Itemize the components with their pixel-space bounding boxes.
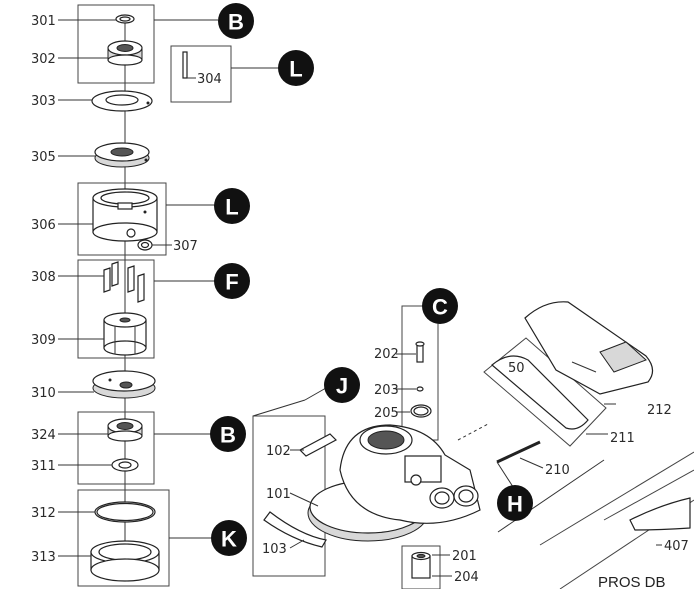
motor-stack [77,4,232,587]
part-313-ring-housing [90,540,160,582]
group-box-c-valve [401,305,439,441]
badge-l-top: L [278,50,314,86]
label-102: 102 [266,444,291,459]
label-205: 205 [374,406,399,421]
part-306-cylinder [92,188,158,242]
label-304: 304 [197,72,222,87]
label-305: 305 [31,150,56,165]
part-102-interface [299,433,337,457]
part-308-vanes [103,261,145,303]
group-box-407 [539,451,694,589]
part-305-end-plate [94,142,150,168]
label-307: 307 [173,239,198,254]
badge-j: J [324,367,360,403]
group-box-inlet [401,545,441,589]
leader-lines-left [58,19,280,557]
svg-text:50: 50 [508,361,525,376]
svg-text:B: B [220,423,236,448]
badge-h: H [497,485,533,521]
part-310-end-plate [92,370,156,399]
group-box-b-top [77,4,155,84]
label-308: 308 [31,270,56,285]
label-312: 312 [31,506,56,521]
label-311: 311 [31,459,56,474]
part-303-disc [91,90,153,112]
group-box-l-cylinder [77,182,167,256]
badge-l-mid: L [214,188,250,224]
label-103: 103 [262,542,287,557]
svg-text:H: H [507,492,523,517]
group-box-f-rotor [77,259,155,359]
part-302-bearing [107,40,143,66]
label-306: 306 [31,218,56,233]
label-301: 301 [31,14,56,29]
tool-body [307,424,481,542]
svg-text:J: J [336,374,348,399]
label-313: 313 [31,550,56,565]
part-309-rotor [103,312,147,356]
badge-c: C [422,288,458,324]
part-203-small-ring [416,386,424,392]
svg-text:L: L [289,57,302,82]
part-324-bearing [107,418,143,442]
group-box-b-bearing [77,411,155,485]
label-324: 324 [31,428,56,443]
label-302: 302 [31,52,56,67]
part-205-ring [410,404,432,418]
label-210: 210 [545,463,570,478]
badge-b-top: B [218,3,254,39]
label-407: 407 [664,539,689,554]
tool-assembly: 50 [252,301,694,589]
part-201-inlet [411,551,431,579]
part-103-shroud [263,511,327,548]
label-101: 101 [266,487,291,502]
label-204: 204 [454,570,479,585]
svg-text:C: C [432,295,448,320]
part-210-pin [496,440,541,464]
label-203: 203 [374,383,399,398]
label-201: 201 [452,549,477,564]
badge-k: K [211,520,247,556]
part-labels-left: 301 302 303 304 305 306 307 308 309 310 … [31,14,222,565]
part-307-ring [137,239,153,251]
footer-label: PROS DB [598,574,666,589]
label-202: 202 [374,347,399,362]
label-309: 309 [31,333,56,348]
svg-text:K: K [221,527,237,552]
part-labels-right: 202 203 205 102 101 103 212 211 210 201 … [262,347,689,585]
label-310: 310 [31,386,56,401]
part-312-o-ring [94,501,156,523]
svg-text:F: F [225,270,238,295]
label-303: 303 [31,94,56,109]
part-212-cover [524,301,654,395]
part-311-washer [111,458,139,472]
svg-text:L: L [225,195,238,220]
badge-b-bottom: B [210,416,246,452]
part-211-rear-plate: 50 [483,337,607,447]
label-211: 211 [610,431,635,446]
part-304-pin [182,51,188,79]
svg-text:B: B [228,10,244,35]
badge-f: F [214,263,250,299]
part-301-ring [115,14,135,24]
part-202-valve-stem [415,341,425,363]
group-box-l-pin [170,45,232,103]
label-212: 212 [647,403,672,418]
